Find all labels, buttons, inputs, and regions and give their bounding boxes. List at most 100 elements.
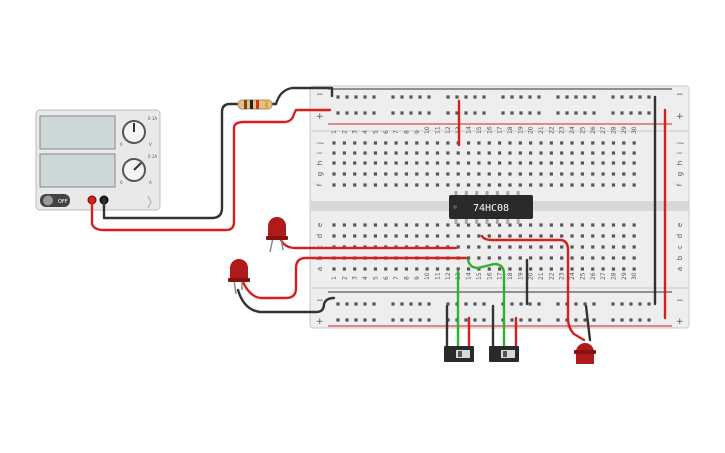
breadboard-hole[interactable] bbox=[477, 245, 481, 249]
breadboard-hole[interactable] bbox=[508, 245, 512, 249]
breadboard-hole[interactable] bbox=[446, 95, 450, 99]
breadboard-hole[interactable] bbox=[560, 245, 564, 249]
breadboard-hole[interactable] bbox=[632, 141, 636, 145]
breadboard-hole[interactable] bbox=[518, 234, 522, 238]
breadboard-hole[interactable] bbox=[446, 151, 450, 155]
breadboard-hole[interactable] bbox=[508, 141, 512, 145]
breadboard-hole[interactable] bbox=[580, 141, 584, 145]
breadboard-hole[interactable] bbox=[580, 151, 584, 155]
breadboard-hole[interactable] bbox=[372, 318, 376, 322]
breadboard-hole[interactable] bbox=[435, 183, 440, 187]
breadboard-hole[interactable] bbox=[638, 111, 642, 115]
breadboard-hole[interactable] bbox=[391, 111, 395, 115]
breadboard-hole[interactable] bbox=[591, 256, 595, 260]
breadboard-hole[interactable] bbox=[394, 223, 398, 227]
breadboard-hole[interactable] bbox=[560, 141, 564, 145]
breadboard-hole[interactable] bbox=[345, 302, 349, 306]
breadboard-hole[interactable] bbox=[384, 141, 388, 145]
breadboard-hole[interactable] bbox=[456, 161, 460, 165]
breadboard-hole[interactable] bbox=[508, 151, 512, 155]
breadboard-hole[interactable] bbox=[528, 111, 532, 115]
breadboard-hole[interactable] bbox=[537, 302, 541, 306]
breadboard-hole[interactable] bbox=[477, 151, 481, 155]
breadboard-hole[interactable] bbox=[456, 267, 460, 271]
breadboard-hole[interactable] bbox=[342, 151, 346, 155]
breadboard-hole[interactable] bbox=[501, 95, 505, 99]
breadboard-hole[interactable] bbox=[611, 161, 616, 165]
breadboard-hole[interactable] bbox=[415, 151, 419, 155]
breadboard-hole[interactable] bbox=[556, 302, 560, 306]
breadboard-hole[interactable] bbox=[539, 267, 543, 271]
breadboard-hole[interactable] bbox=[622, 141, 626, 145]
breadboard-hole[interactable] bbox=[404, 172, 409, 176]
breadboard-hole[interactable] bbox=[498, 141, 502, 145]
breadboard-hole[interactable] bbox=[518, 183, 522, 187]
breadboard-hole[interactable] bbox=[580, 223, 584, 227]
breadboard-hole[interactable] bbox=[580, 245, 584, 249]
breadboard-hole[interactable] bbox=[342, 223, 346, 227]
breadboard-hole[interactable] bbox=[409, 302, 413, 306]
breadboard-hole[interactable] bbox=[342, 267, 346, 271]
breadboard-hole[interactable] bbox=[591, 234, 595, 238]
breadboard-hole[interactable] bbox=[455, 111, 459, 115]
breadboard-hole[interactable] bbox=[425, 161, 429, 165]
breadboard-hole[interactable] bbox=[591, 223, 595, 227]
breadboard-hole[interactable] bbox=[592, 318, 596, 322]
breadboard-hole[interactable] bbox=[418, 302, 422, 306]
breadboard-hole[interactable] bbox=[601, 141, 605, 145]
breadboard-hole[interactable] bbox=[528, 95, 532, 99]
breadboard-hole[interactable] bbox=[580, 172, 584, 176]
breadboard-hole[interactable] bbox=[518, 161, 522, 165]
breadboard-hole[interactable] bbox=[487, 267, 491, 271]
breadboard-hole[interactable] bbox=[560, 234, 564, 238]
breadboard-hole[interactable] bbox=[373, 141, 377, 145]
breadboard-hole[interactable] bbox=[580, 256, 584, 260]
breadboard-hole[interactable] bbox=[427, 95, 431, 99]
breadboard-hole[interactable] bbox=[404, 161, 409, 165]
breadboard-hole[interactable] bbox=[539, 161, 543, 165]
breadboard-hole[interactable] bbox=[632, 267, 636, 271]
breadboard-hole[interactable] bbox=[498, 245, 502, 249]
led-icon[interactable] bbox=[266, 217, 288, 253]
breadboard-hole[interactable] bbox=[556, 95, 560, 99]
breadboard-hole[interactable] bbox=[591, 245, 595, 249]
breadboard-hole[interactable] bbox=[466, 223, 471, 227]
breadboard-hole[interactable] bbox=[477, 161, 481, 165]
breadboard-hole[interactable] bbox=[482, 318, 486, 322]
breadboard-hole[interactable] bbox=[620, 302, 624, 306]
breadboard-hole[interactable] bbox=[456, 245, 460, 249]
breadboard-hole[interactable] bbox=[622, 267, 626, 271]
breadboard-hole[interactable] bbox=[622, 172, 626, 176]
output-led-ground-lead[interactable] bbox=[584, 304, 592, 342]
chip-74hc08[interactable]: 74HC08 bbox=[449, 191, 533, 224]
breadboard-hole[interactable] bbox=[477, 256, 481, 260]
breadboard-hole[interactable] bbox=[570, 234, 574, 238]
breadboard-hole[interactable] bbox=[446, 183, 450, 187]
breadboard-hole[interactable] bbox=[409, 318, 413, 322]
breadboard-hole[interactable] bbox=[620, 318, 624, 322]
breadboard-hole[interactable] bbox=[404, 234, 409, 238]
breadboard-hole[interactable] bbox=[373, 172, 377, 176]
breadboard-hole[interactable] bbox=[425, 172, 429, 176]
breadboard-hole[interactable] bbox=[473, 95, 477, 99]
breadboard-hole[interactable] bbox=[425, 234, 429, 238]
breadboard-hole[interactable] bbox=[519, 302, 523, 306]
breadboard-hole[interactable] bbox=[363, 111, 367, 115]
breadboard-hole[interactable] bbox=[363, 95, 367, 99]
breadboard-hole[interactable] bbox=[601, 183, 605, 187]
breadboard-hole[interactable] bbox=[353, 141, 357, 145]
breadboard-hole[interactable] bbox=[332, 234, 336, 238]
breadboard-hole[interactable] bbox=[508, 223, 512, 227]
breadboard-hole[interactable] bbox=[363, 223, 367, 227]
breadboard-hole[interactable] bbox=[539, 223, 543, 227]
breadboard-hole[interactable] bbox=[466, 267, 471, 271]
breadboard-hole[interactable] bbox=[647, 302, 651, 306]
breadboard-hole[interactable] bbox=[332, 141, 336, 145]
breadboard-hole[interactable] bbox=[353, 267, 357, 271]
breadboard-hole[interactable] bbox=[549, 183, 553, 187]
breadboard-hole[interactable] bbox=[570, 141, 574, 145]
breadboard-hole[interactable] bbox=[332, 172, 336, 176]
breadboard-hole[interactable] bbox=[354, 95, 358, 99]
breadboard-hole[interactable] bbox=[415, 141, 419, 145]
breadboard-hole[interactable] bbox=[332, 161, 336, 165]
